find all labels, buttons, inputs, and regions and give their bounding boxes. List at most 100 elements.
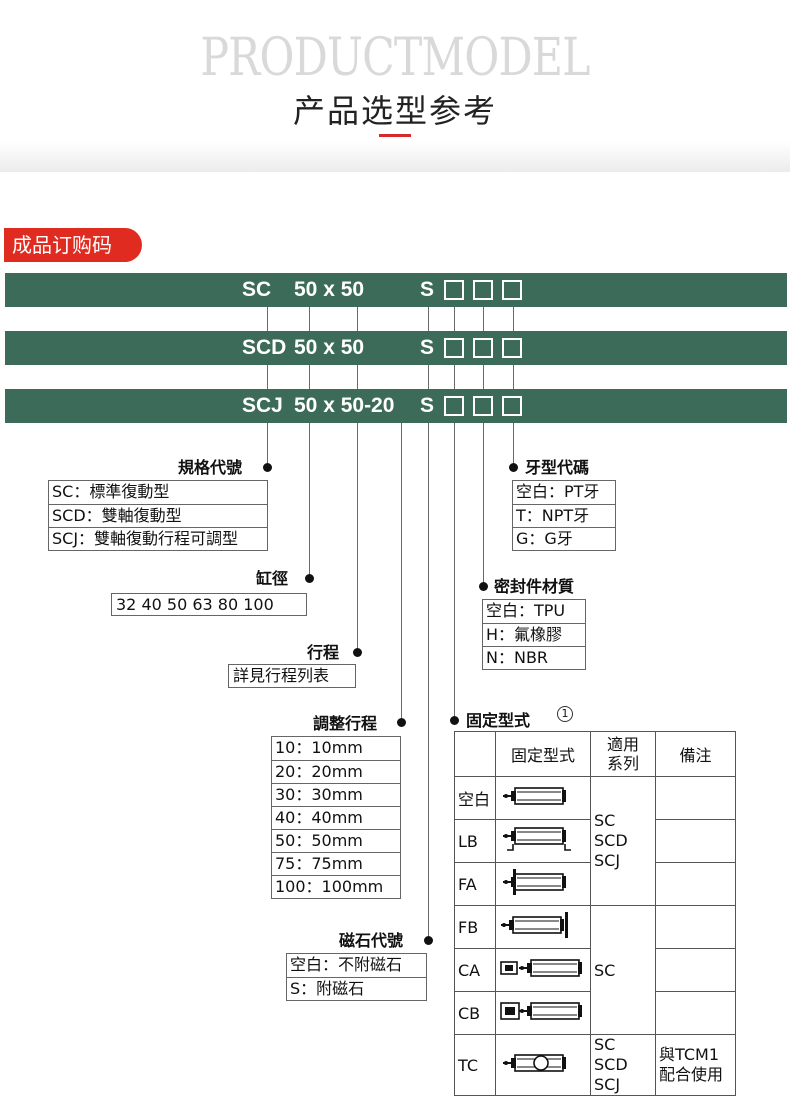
connector-dot <box>509 463 518 472</box>
mount-series-group2: SC <box>590 905 656 1035</box>
connector-line <box>483 423 484 587</box>
mount-code: FB <box>454 905 496 949</box>
mount-code: CA <box>454 948 496 992</box>
code-prefix: SC <box>242 278 272 301</box>
magnet-label: 磁石代號 <box>339 931 404 950</box>
code-blank-box <box>473 396 493 416</box>
mount-diagram-lb <box>495 819 591 863</box>
connector-line <box>401 423 402 722</box>
trunnion-diagram-icon <box>502 1054 567 1072</box>
spec-item: SCJ：雙軸復動行程可調型 <box>49 527 267 550</box>
connector-line <box>428 307 429 331</box>
code-blank-box <box>444 338 464 358</box>
rear-flange-diagram-icon <box>500 912 568 938</box>
connector-line <box>309 423 310 578</box>
mount-header-series: 適用 系列 <box>590 731 656 777</box>
connector-line <box>267 307 268 331</box>
code-blank-box <box>502 280 522 300</box>
mount-remark <box>655 991 736 1035</box>
connector-dot <box>263 463 272 472</box>
adjust-item: 10：10mm <box>275 738 363 757</box>
mount-code: CB <box>454 991 496 1035</box>
code-blank-box <box>444 396 464 416</box>
connector-dot <box>353 648 362 657</box>
code-blank-box <box>473 280 493 300</box>
code-blank-box <box>502 396 522 416</box>
seal-box: 空白：TPU H：氟橡膠 N：NBR <box>482 599 586 670</box>
mount-code: 空白 <box>454 776 496 820</box>
connector-line <box>309 307 310 331</box>
note-number-marker: 1 <box>557 706 573 722</box>
spec-label: 規格代號 <box>178 458 243 477</box>
mount-code: TC <box>454 1034 496 1096</box>
mount-code: LB <box>454 819 496 863</box>
front-flange-diagram-icon <box>502 869 567 895</box>
code-s: S <box>420 278 435 301</box>
mount-diagram-tc <box>495 1034 591 1096</box>
seal-item: 空白：TPU <box>486 601 566 620</box>
connector-dot <box>397 718 406 727</box>
code-blank-box <box>502 338 522 358</box>
seal-item: N：NBR <box>483 646 585 669</box>
stroke-label: 行程 <box>307 643 340 662</box>
connector-dot <box>305 574 314 583</box>
thread-label: 牙型代碼 <box>525 458 590 477</box>
header-title-cn: 产品选型参考 <box>292 92 497 130</box>
thread-item: T：NPT牙 <box>513 504 615 527</box>
code-size: 50 x 50 <box>294 336 365 359</box>
spec-item: SCD：雙軸復動型 <box>49 504 267 527</box>
connector-line <box>454 365 455 389</box>
magnet-box: 空白：不附磁石 S：附磁石 <box>286 953 427 1001</box>
magnet-item: 空白：不附磁石 <box>290 955 403 974</box>
code-bar-scd: SCD 50 x 50 S <box>5 331 787 365</box>
connector-line <box>267 423 268 467</box>
clevis-single-diagram-icon <box>500 959 583 977</box>
mount-header-blank <box>454 731 496 777</box>
connector-line <box>428 423 429 940</box>
mount-diagram-fb <box>495 905 591 949</box>
adjust-item: 40：40mm <box>272 806 400 829</box>
connector-line <box>357 307 358 331</box>
mount-remark <box>655 905 736 949</box>
code-blank-box <box>444 280 464 300</box>
clevis-double-diagram-icon <box>500 1002 583 1020</box>
mount-table: 固定型式 適用 系列 備注 空白 SC SCD SCJ LB FA FB SC … <box>454 731 736 1096</box>
adjust-item: 30：30mm <box>272 783 400 806</box>
code-prefix: SCD <box>242 336 287 359</box>
mount-diagram-ca <box>495 948 591 992</box>
mount-series-group1: SC SCD SCJ <box>590 776 656 906</box>
connector-line <box>428 365 429 389</box>
mount-header-remark: 備注 <box>655 731 736 777</box>
mount-header-type: 固定型式 <box>495 731 591 777</box>
connector-line <box>357 423 358 652</box>
mount-remark <box>655 819 736 863</box>
stroke-value: 詳見行程列表 <box>228 664 356 688</box>
page-header <box>0 0 790 172</box>
thread-box: 空白：PT牙 T：NPT牙 G：G牙 <box>512 480 616 551</box>
adjust-item: 100：100mm <box>272 875 400 898</box>
connector-line <box>483 365 484 389</box>
mount-code: FA <box>454 862 496 906</box>
mount-diagram-fa <box>495 862 591 906</box>
connector-line <box>309 365 310 389</box>
mount-diagram-cb <box>495 991 591 1035</box>
connector-line <box>454 307 455 331</box>
mount-remark <box>655 862 736 906</box>
mount-label: 固定型式 <box>466 711 531 730</box>
connector-line <box>513 307 514 331</box>
spec-item: SC：標準復動型 <box>52 482 170 501</box>
header-title-en: PRODUCTMODEL <box>200 28 590 88</box>
code-blank-box <box>473 338 493 358</box>
code-bar-scj: SCJ 50 x 50-20 S <box>5 389 787 423</box>
order-code-tag: 成品订购码 <box>4 228 142 262</box>
mount-remark-tc: 與TCM1 配合使用 <box>655 1034 736 1096</box>
adjust-item: 20：20mm <box>272 760 400 783</box>
seal-label: 密封件材質 <box>494 577 575 596</box>
adjust-item: 50：50mm <box>272 829 400 852</box>
connector-line <box>513 365 514 389</box>
connector-line <box>267 365 268 389</box>
mount-series-tc: SC SCD SCJ <box>590 1034 656 1096</box>
header-underline <box>379 134 411 137</box>
spec-box: SC：標準復動型 SCD：雙軸復動型 SCJ：雙軸復動行程可調型 <box>48 480 268 551</box>
thread-item: 空白：PT牙 <box>516 482 600 501</box>
